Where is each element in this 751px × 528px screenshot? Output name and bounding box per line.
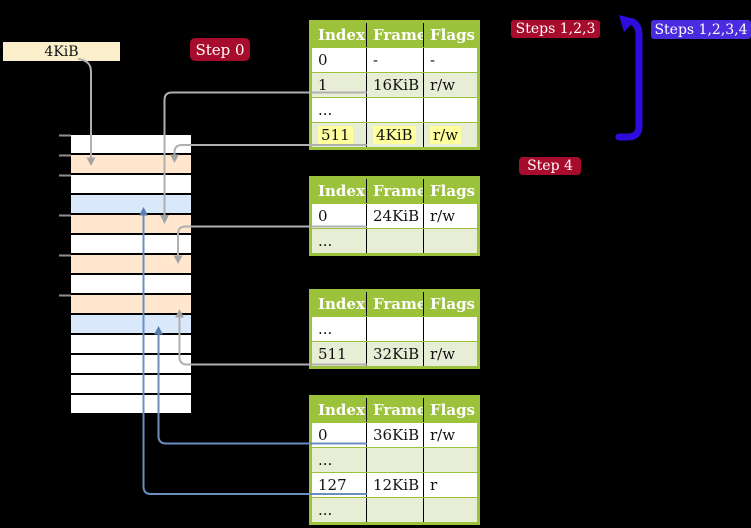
step0-badge: Step 0 <box>190 38 250 61</box>
table-row: 511 4KiB r/w <box>312 122 477 147</box>
table-cell: 4KiB <box>366 123 423 147</box>
highlighted-value: 511 <box>318 126 353 144</box>
table-cell <box>366 98 423 122</box>
frame-address-label: 4KiB <box>3 42 120 61</box>
highlighted-value: r/w <box>430 126 462 144</box>
column-header: Index <box>318 182 365 200</box>
memory-frame-white <box>71 355 191 375</box>
steps1234-badge: Steps 1,2,3,4 <box>651 20 751 39</box>
column-header: Frame <box>366 398 423 422</box>
table-cell: ... <box>318 451 333 469</box>
table-cell: 0 <box>318 51 328 69</box>
loop-arrowhead <box>619 15 636 32</box>
table-cell: r/w <box>423 73 477 97</box>
table-cell <box>423 317 477 341</box>
memory-frame-white <box>71 335 191 355</box>
table-cell: r/w <box>423 123 477 147</box>
column-header: Flags <box>423 179 477 203</box>
table-cell: ... <box>318 101 333 119</box>
memory-frame-white <box>71 175 191 195</box>
table-cell <box>366 448 423 472</box>
memory-frame-white <box>71 135 191 155</box>
loop-arrow <box>615 15 643 141</box>
table-cell: r/w <box>423 204 477 228</box>
highlighted-value: 4KiB <box>373 126 416 144</box>
table-cell: r <box>423 473 477 497</box>
table-row: ... <box>312 447 477 472</box>
table-cell: 0 <box>318 426 328 444</box>
column-header: Flags <box>423 23 477 47</box>
table-cell: ... <box>318 320 333 338</box>
column-header: Index <box>318 295 365 313</box>
table-cell: ... <box>318 501 333 519</box>
table-cell: ... <box>318 232 333 250</box>
column-header: Flags <box>423 292 477 316</box>
table-row: ... <box>312 497 477 522</box>
memory-frame-orange <box>71 155 191 175</box>
table-cell: - <box>366 48 423 72</box>
memory-frame-orange <box>71 255 191 275</box>
table-row: 0 -- <box>312 47 477 72</box>
table-cell <box>423 498 477 522</box>
memory-frame-blue <box>71 195 191 215</box>
table-cell: 511 <box>312 123 366 147</box>
table-cell: 16KiB <box>366 73 423 97</box>
table-cell: 24KiB <box>366 204 423 228</box>
memory-frame-white <box>71 395 191 415</box>
table-cell: 32KiB <box>366 342 423 366</box>
table-row: ... <box>312 228 477 253</box>
table-cell <box>366 317 423 341</box>
column-header: Frame <box>366 292 423 316</box>
table-cell <box>366 229 423 253</box>
table-row: ... <box>312 97 477 122</box>
table-cell: - <box>423 48 477 72</box>
column-header: Frame <box>366 23 423 47</box>
column-header: Flags <box>423 398 477 422</box>
column-header: Index <box>318 401 365 419</box>
memory-frame-blue <box>71 315 191 335</box>
table-cell: r/w <box>423 342 477 366</box>
steps123-badge: Steps 1,2,3 <box>511 20 600 38</box>
table-cell: 36KiB <box>366 423 423 447</box>
table-cell <box>423 98 477 122</box>
table-cell: 1 <box>318 76 328 94</box>
table-cell: 12KiB <box>366 473 423 497</box>
table-cell: 127 <box>318 476 347 494</box>
table-cell: 511 <box>318 345 347 363</box>
memory-frame-white <box>71 275 191 295</box>
memory-frame-orange <box>71 215 191 235</box>
memory-frame-white <box>71 375 191 395</box>
physical-memory-stack <box>71 135 191 415</box>
table-row: ... <box>312 316 477 341</box>
table-cell: 0 <box>318 207 328 225</box>
column-header: Frame <box>366 179 423 203</box>
step4-badge: Step 4 <box>519 157 581 175</box>
memory-tick-marks <box>59 134 71 297</box>
table-cell <box>423 229 477 253</box>
column-header: Index <box>318 26 365 44</box>
table-cell <box>366 498 423 522</box>
table-cell <box>423 448 477 472</box>
memory-frame-orange <box>71 295 191 315</box>
table-cell: r/w <box>423 423 477 447</box>
memory-frame-white <box>71 235 191 255</box>
